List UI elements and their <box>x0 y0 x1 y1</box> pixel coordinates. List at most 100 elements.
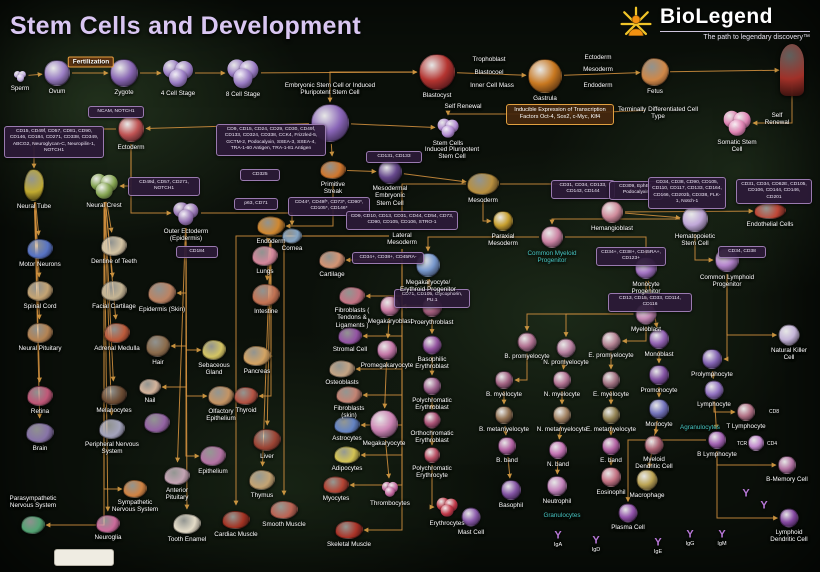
osteoblasts-label: Osteoblasts <box>325 379 359 386</box>
thrombocytes-label: Thrombocytes <box>370 500 410 507</box>
erythrocytes <box>436 497 458 517</box>
n-metamyelocyte-label: N. metamyelocyte <box>536 426 588 433</box>
lymphoid-dc <box>779 508 799 528</box>
macrophage <box>636 469 658 491</box>
igg: Y <box>686 528 694 541</box>
facial-cart-label: Facial Cartilage <box>92 303 136 310</box>
b-inducible: Inducible Expression of Transcription Fa… <box>506 104 614 125</box>
thymus-label: Thymus <box>250 492 274 499</box>
basophil-label: Basophil <box>498 502 524 509</box>
baso-eryth-label: Basophilic Erythroblast <box>415 356 449 371</box>
facial-cart <box>101 281 127 301</box>
erythrocytes-blob <box>440 504 454 517</box>
iga: Y <box>554 529 562 542</box>
sperm <box>14 70 26 82</box>
somatic-sc-label: Somatic Stem Cell <box>717 139 757 154</box>
b-myeloblast: CD13, CD15, CD33, CD114, CD116 <box>608 293 692 312</box>
lymphocyte-label: Lymphocyte <box>697 401 731 408</box>
neural-pituitary <box>27 323 53 343</box>
b-band-label: B. band <box>496 457 518 464</box>
term-diff-label-label: Terminally Differentiated Cell Type <box>617 106 699 121</box>
promegakaryocyte <box>377 340 397 360</box>
fibro-tl <box>339 287 365 305</box>
hsc-label: Hematopoietic Stem Cell <box>674 233 716 248</box>
ips-label-label: Induced Pluripotent Stem Cell <box>424 146 480 161</box>
poly-erythrocyte <box>424 447 440 463</box>
melanocytes-label: Melanocytes <box>96 407 132 414</box>
macrophage-label: Macrophage <box>629 492 665 499</box>
baso-eryth <box>422 335 442 355</box>
hsc <box>682 206 708 232</box>
cartilage-label: Cartilage <box>319 271 345 278</box>
monoblast <box>649 329 669 349</box>
mesoderm-label: Mesoderm <box>468 197 498 204</box>
b-mep: CD34+, CD38+, CD45RA- <box>352 252 424 265</box>
icm-label-label: Inner Cell Mass <box>470 82 514 89</box>
sperm-label: Sperm <box>10 84 30 92</box>
stromal-label: Stromal Cell <box>332 346 368 353</box>
promonocyte <box>649 365 669 385</box>
mesoderm <box>467 173 499 195</box>
cartilage <box>319 251 345 269</box>
somatic-sc <box>723 110 751 136</box>
b-memory-label: B-Memory Cell <box>766 476 808 483</box>
n-metamyelocyte <box>553 406 571 424</box>
ectoderm <box>118 116 144 142</box>
e-band <box>602 437 620 455</box>
hemangioblast <box>601 201 623 223</box>
promegakaryocyte-label: Promegakaryocyte <box>360 362 414 369</box>
blastocyst-label: Blastocyst <box>422 92 452 99</box>
sperm-blob <box>16 74 24 82</box>
osteoblasts <box>329 360 355 378</box>
sympathetic-label: Sympathetic Nervous System <box>111 499 159 514</box>
b-lymphocyte <box>708 431 726 449</box>
ortho-eryth-label: Orthochromatic Erythroblast <box>410 430 454 445</box>
four-cell <box>163 59 193 87</box>
neuroglia <box>96 515 120 533</box>
epidermis <box>148 282 176 304</box>
epidermis-label: Epidermis (Skin) <box>138 306 186 313</box>
b-ncam: NCAM, NOTCH1 <box>88 106 144 119</box>
igd-label: IgD <box>591 547 601 553</box>
n-band-label: N. band <box>546 461 570 468</box>
e-promyelocyte <box>601 331 621 351</box>
b-memory <box>778 456 796 474</box>
cd8-label-label: CD8 <box>768 409 779 415</box>
eight-cell-label: 8 Cell Stage <box>225 91 261 98</box>
smooth-muscle-label: Smooth Muscle <box>262 521 306 528</box>
eosinophil <box>601 467 621 487</box>
skeletal-muscle-label: Skeletal Muscle <box>326 541 372 548</box>
sebaceous-label: Sebaceous Gland <box>198 362 230 377</box>
gastrula-ecto-label-label: Ectoderm <box>584 54 612 61</box>
ortho-eryth <box>423 411 441 429</box>
trophoblast-label-label: Trophoblast <box>472 56 506 63</box>
fetus <box>641 58 669 86</box>
dentine <box>101 236 127 256</box>
e-myelocyte <box>602 371 620 389</box>
nk-cell <box>778 324 800 346</box>
clp-label: Common Lymphoid Progenitor <box>699 274 755 289</box>
liver <box>253 429 281 451</box>
self-renewal-1-label: Self Renewal <box>444 103 482 110</box>
biolegend-logo-icon <box>620 6 652 37</box>
endothelial-label: Endothelial Cells <box>746 221 794 228</box>
b-footer <box>54 549 114 566</box>
lymphocyte <box>704 380 724 400</box>
blastocoel-label-label: Blastocoel <box>474 69 504 76</box>
ige: Y <box>654 536 662 549</box>
plasma-cell-label: Plasma Cell <box>611 524 645 531</box>
b-nc: CD49d, CD57, CD271, NOTCH1 <box>128 177 200 196</box>
brand-tagline: The path to legendary discovery™ <box>703 34 810 41</box>
stromal <box>338 327 362 345</box>
cd4-label-label: CD4 <box>766 441 777 447</box>
b-latmeso: CD9, CD10, CD13, CD31, CD44, CD54, CD73,… <box>346 211 458 230</box>
monocyte-label: Monocyte <box>645 421 673 428</box>
b-monoprog: CD34+, CD38+, CD45RA+, CD123+ <box>596 247 666 266</box>
monoblast-label: Monoblast <box>644 351 674 358</box>
lymphoid-dc-label: Lymphoid Dendritic Cell <box>770 529 808 544</box>
megakaryoblast-label: Megakaryoblast <box>367 318 413 325</box>
zygote-label: Zygote <box>114 89 134 96</box>
smooth-muscle <box>270 501 298 519</box>
e-metamyelocyte-label: E. metamyelocyte <box>585 426 637 433</box>
